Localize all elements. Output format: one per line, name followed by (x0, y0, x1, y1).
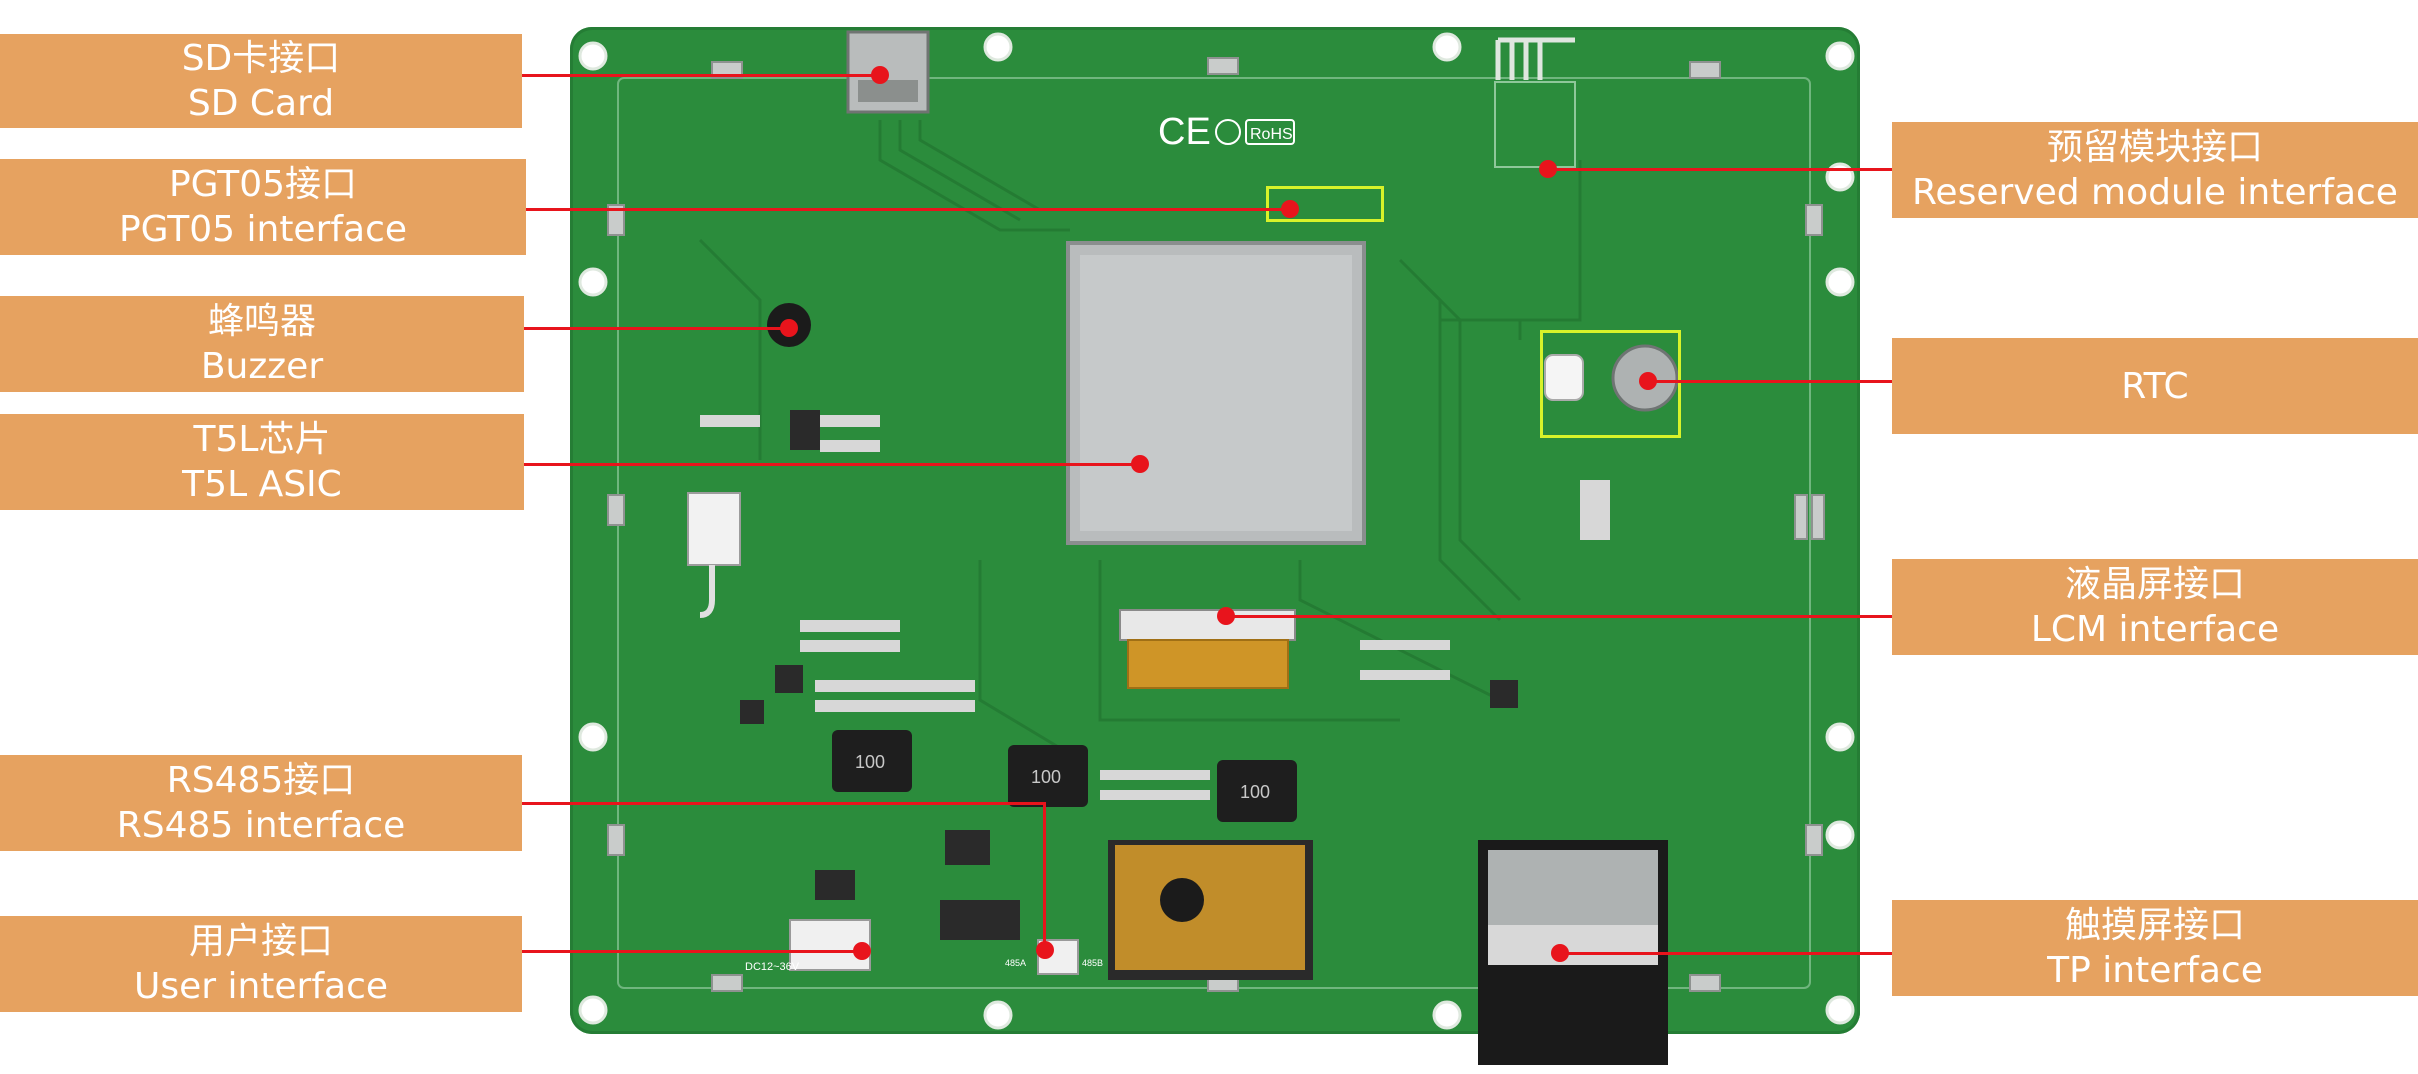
label-lcm-zh: 液晶屏接口 (2064, 564, 2245, 605)
reserved-dot (1539, 160, 1557, 178)
rs485-leader (522, 802, 1045, 805)
label-t5l: T5L芯片 T5L ASIC (0, 414, 524, 510)
tp-leader (1560, 952, 1892, 955)
inductor-marking: 100 (855, 752, 885, 772)
ce-mark: CE (1158, 111, 1211, 153)
t5l-leader (524, 463, 1140, 466)
label-rs485: RS485接口 RS485 interface (0, 755, 522, 851)
pgt05-highlight (1266, 186, 1384, 222)
label-tp: 触摸屏接口 TP interface (1892, 900, 2418, 996)
label-rtc: RTC (1892, 338, 2418, 434)
label-pgt05-en: PGT05 interface (118, 209, 408, 250)
sd-card-dot (871, 66, 889, 84)
user-dot (853, 942, 871, 960)
rtc-highlight (1540, 330, 1681, 438)
label-user: 用户接口 User interface (0, 916, 522, 1012)
rs485-dot (1036, 941, 1054, 959)
svg-text:100: 100 (1240, 782, 1270, 802)
t5l-dot (1131, 455, 1149, 473)
label-reserved-en: Reserved module interface (1912, 172, 2398, 213)
label-user-en: User interface (133, 966, 389, 1007)
label-sd-card-zh: SD卡接口 (181, 38, 341, 79)
label-lcm-en: LCM interface (2030, 609, 2280, 650)
label-buzzer-en: Buzzer (200, 346, 324, 387)
sd-card-leader (522, 74, 880, 77)
rtc-leader (1648, 380, 1892, 383)
pgt05-dot (1281, 200, 1299, 218)
svg-text:100: 100 (1031, 767, 1061, 787)
label-user-zh: 用户接口 (188, 921, 333, 962)
lcm-leader (1226, 615, 1894, 618)
label-tp-zh: 触摸屏接口 (2064, 905, 2245, 946)
rtc-dot (1639, 372, 1657, 390)
label-reserved-zh: 预留模块接口 (2046, 127, 2263, 168)
label-t5l-en: T5L ASIC (182, 464, 342, 505)
lcm-dot (1217, 607, 1235, 625)
label-reserved: 预留模块接口 Reserved module interface (1892, 122, 2418, 218)
label-buzzer: 蜂鸣器 Buzzer (0, 296, 524, 392)
label-tp-en: TP interface (2047, 950, 2263, 991)
user-leader (522, 950, 862, 953)
rs485-leader-vertical (1043, 802, 1046, 948)
label-rs485-zh: RS485接口 (166, 760, 356, 801)
b-marking: 485B (1082, 958, 1103, 968)
label-rtc-en: RTC (2121, 365, 2189, 407)
label-pgt05: PGT05接口 PGT05 interface (0, 159, 526, 255)
tp-dot (1551, 944, 1569, 962)
power-marking: DC12~36V (745, 961, 800, 973)
label-t5l-zh: T5L芯片 (193, 419, 331, 460)
label-pgt05-zh: PGT05接口 (168, 164, 358, 205)
buzzer-dot (780, 319, 798, 337)
label-lcm: 液晶屏接口 LCM interface (1892, 559, 2418, 655)
pgt05-leader (526, 208, 1290, 211)
label-buzzer-zh: 蜂鸣器 (207, 301, 316, 342)
reserved-leader (1548, 168, 1892, 171)
a-marking: 485A (1005, 958, 1026, 968)
label-sd-card: SD卡接口 SD Card (0, 34, 522, 128)
rohs-mark: RoHS (1250, 126, 1293, 143)
label-rs485-en: RS485 interface (116, 805, 406, 846)
buzzer-leader (524, 327, 789, 330)
label-sd-card-en: SD Card (187, 83, 335, 124)
